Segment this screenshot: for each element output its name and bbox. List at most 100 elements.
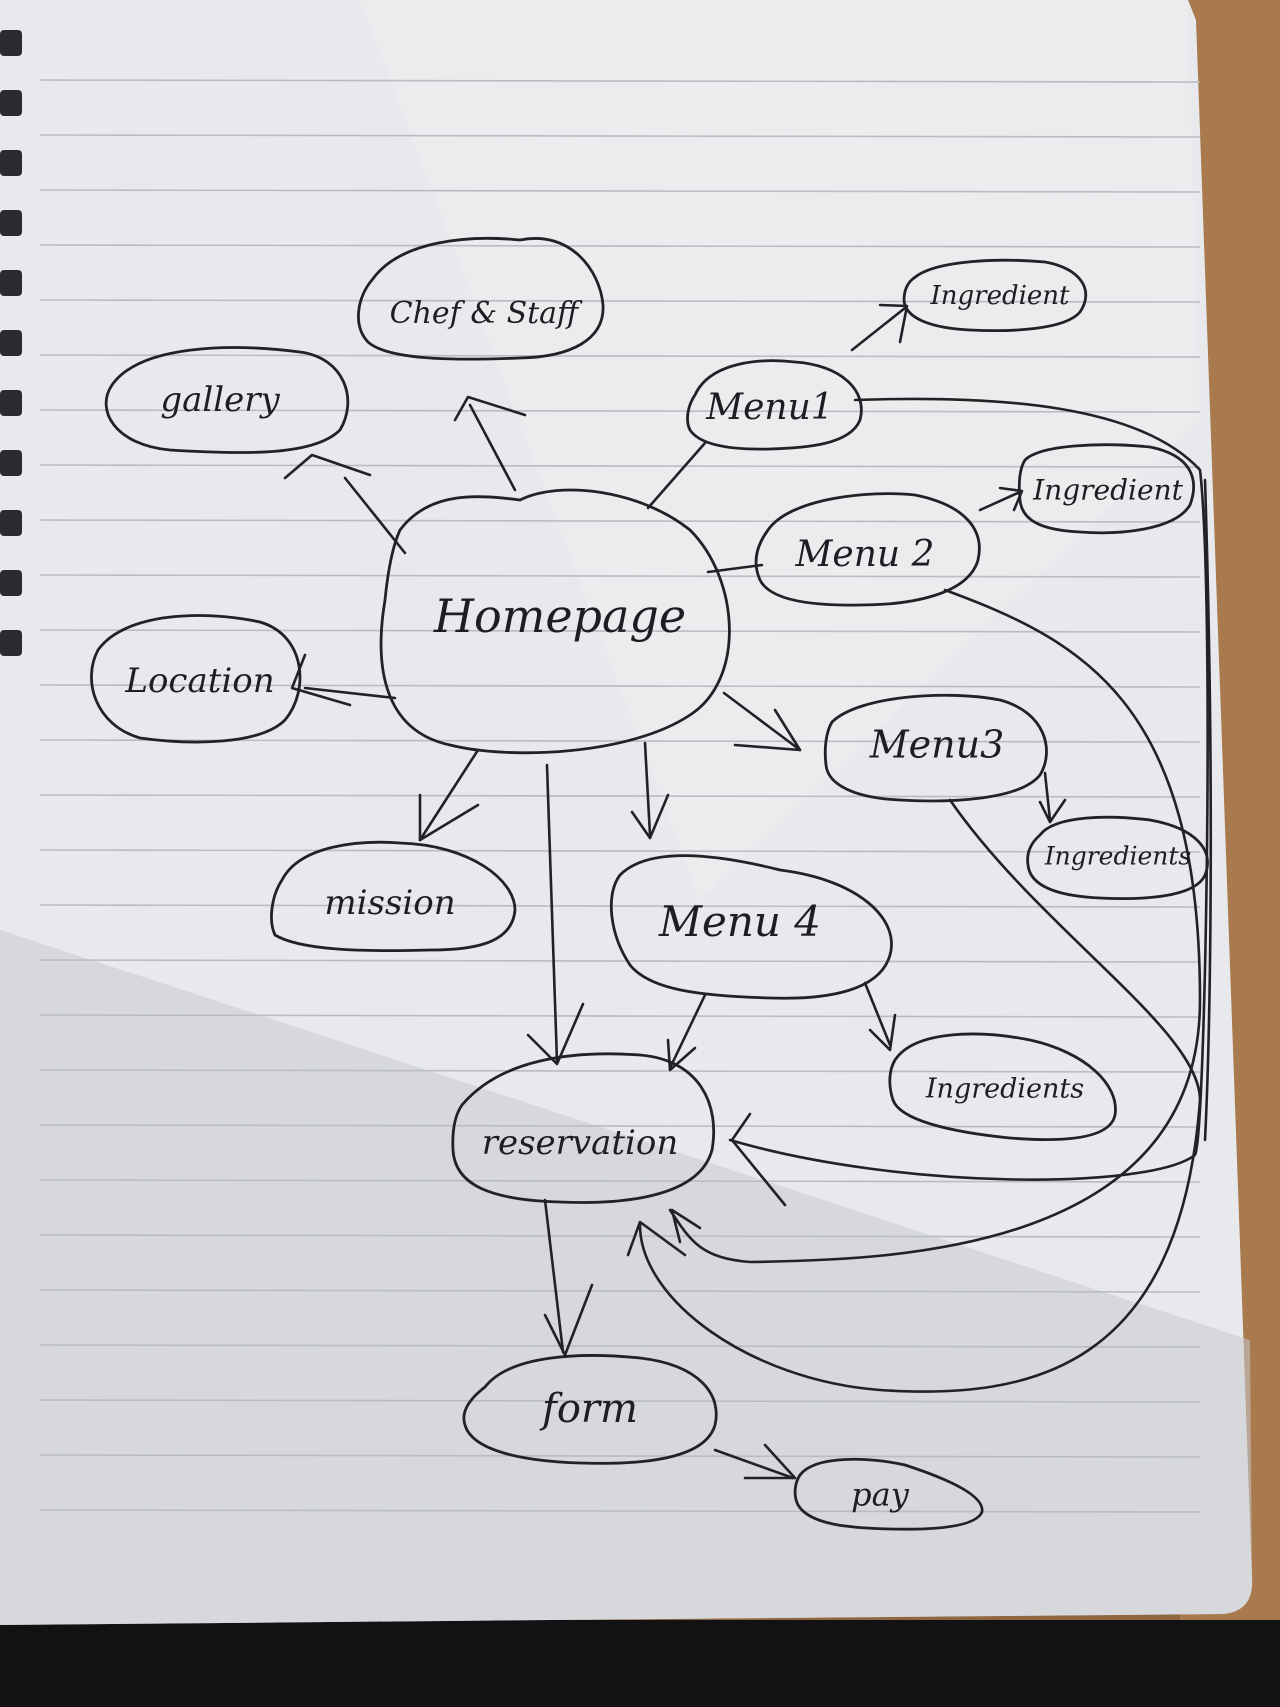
edge-menu3-ingredients: [1043, 771, 1052, 822]
rule-line: [39, 409, 1201, 413]
arrowhead-icon: [730, 1112, 787, 1207]
rule-line: [39, 1344, 1201, 1348]
rule-line: [39, 959, 1201, 963]
node-form-shape: [462, 1354, 718, 1465]
arrowhead-icon: [526, 1002, 585, 1066]
edge-right-trunk: [1203, 478, 1213, 1142]
rule-line: [39, 794, 1201, 798]
rule-line: [39, 244, 1201, 248]
node-reservation: reservation: [482, 1123, 679, 1163]
edge-menu2-reservation: [668, 588, 1202, 1264]
spiral-ring: [0, 90, 22, 116]
node-menu3-shape: [823, 693, 1048, 803]
node-ingredients-3: Ingredients: [1044, 842, 1192, 871]
arrowhead-icon: [283, 453, 372, 480]
arrowhead-icon: [543, 1283, 594, 1357]
node-mission-shape: [270, 840, 517, 953]
rule-line: [39, 574, 1201, 578]
arrowhead-icon: [743, 1443, 797, 1480]
rule-line: [39, 1509, 1201, 1513]
rule-line: [39, 849, 1201, 853]
spiral-ring: [0, 390, 22, 416]
rule-line: [39, 1124, 1201, 1128]
node-homepage: Homepage: [433, 589, 686, 643]
edges: [283, 303, 1213, 1480]
node-menu2-shape: [754, 492, 981, 607]
edge-home-menu4: [643, 741, 652, 837]
node-ingredients-4: Ingredients: [925, 1074, 1084, 1105]
rule-line: [39, 1234, 1201, 1238]
arrowhead-icon: [418, 793, 480, 842]
node-pay-shape: [793, 1457, 984, 1531]
edge-home-reservation: [545, 763, 559, 1064]
node-ingredient-2: Ingredient: [1032, 474, 1183, 507]
edge-form-pay: [713, 1448, 795, 1480]
node-gallery-shape: [104, 346, 350, 454]
edge-menu2-ingredient: [978, 490, 1022, 512]
spiral-ring: [0, 510, 22, 536]
node-location: Location: [124, 661, 274, 701]
rule-line: [39, 79, 1201, 83]
node-gallery: gallery: [160, 380, 280, 420]
rule-lines: [39, 79, 1201, 1513]
arrowhead-icon: [666, 1038, 697, 1072]
rule-line: [39, 684, 1201, 688]
rule-line: [39, 1014, 1201, 1018]
node-reservation-shape: [451, 1052, 716, 1204]
node-homepage-shape: [379, 488, 731, 755]
rule-line: [39, 464, 1201, 468]
node-menu1: Menu1: [705, 387, 833, 428]
node-ingredient4-shape: [888, 1032, 1117, 1142]
rule-line: [39, 1069, 1201, 1073]
arrowhead-icon: [290, 653, 352, 707]
spiral-binding: [0, 30, 22, 656]
spiral-ring: [0, 330, 22, 356]
arrowhead-icon: [733, 708, 802, 752]
node-ingredient1-shape: [902, 258, 1088, 333]
rule-line: [39, 299, 1201, 303]
edge-home-menu3: [722, 691, 802, 752]
node-form: form: [539, 1386, 638, 1432]
rule-line: [39, 1399, 1201, 1403]
edge-home-mission: [418, 748, 480, 842]
edge-reservation-form: [543, 1198, 565, 1354]
rule-line: [39, 1454, 1201, 1458]
spiral-ring: [0, 30, 22, 56]
edge-home-location: [303, 686, 397, 700]
node-chef-staff: Chef & Staff: [390, 296, 583, 331]
spiral-ring: [0, 450, 22, 476]
arrowhead-icon: [1038, 798, 1067, 824]
edge-home-chef: [468, 403, 517, 492]
edge-menu1-ingredient: [850, 306, 907, 352]
arrowhead-icon: [630, 793, 670, 840]
page-shadow: [0, 930, 1253, 1625]
arrowhead-icon: [626, 1220, 687, 1257]
rule-line: [39, 189, 1201, 193]
rule-line: [39, 519, 1201, 523]
rule-line: [39, 1179, 1201, 1183]
edge-menu3-reservation: [638, 798, 1202, 1393]
edge-menu1-reservation: [728, 397, 1209, 1181]
node-ingredient-1: Ingredient: [929, 281, 1070, 311]
rule-line: [39, 629, 1201, 633]
dark-floor: [0, 1620, 1280, 1707]
arrowhead-icon: [868, 1013, 897, 1052]
node-location-shape: [90, 614, 302, 744]
edge-menu4-ingredients: [863, 981, 892, 1047]
rule-line: [39, 134, 1201, 138]
rule-line: [39, 1289, 1201, 1293]
edge-home-menu1: [646, 441, 707, 510]
node-chef-shape: [357, 237, 605, 361]
nodes: [90, 237, 1209, 1531]
arrowhead-icon: [670, 1208, 702, 1244]
node-ingredient2-shape: [1017, 443, 1195, 535]
rule-line: [39, 354, 1201, 358]
spiral-ring: [0, 630, 22, 656]
arrowhead-icon: [878, 303, 909, 344]
node-ingredient3-shape: [1026, 815, 1209, 900]
node-menu2: Menu 2: [795, 534, 935, 575]
spiral-ring: [0, 570, 22, 596]
node-menu1-shape: [686, 359, 863, 451]
node-mission: mission: [324, 883, 455, 923]
